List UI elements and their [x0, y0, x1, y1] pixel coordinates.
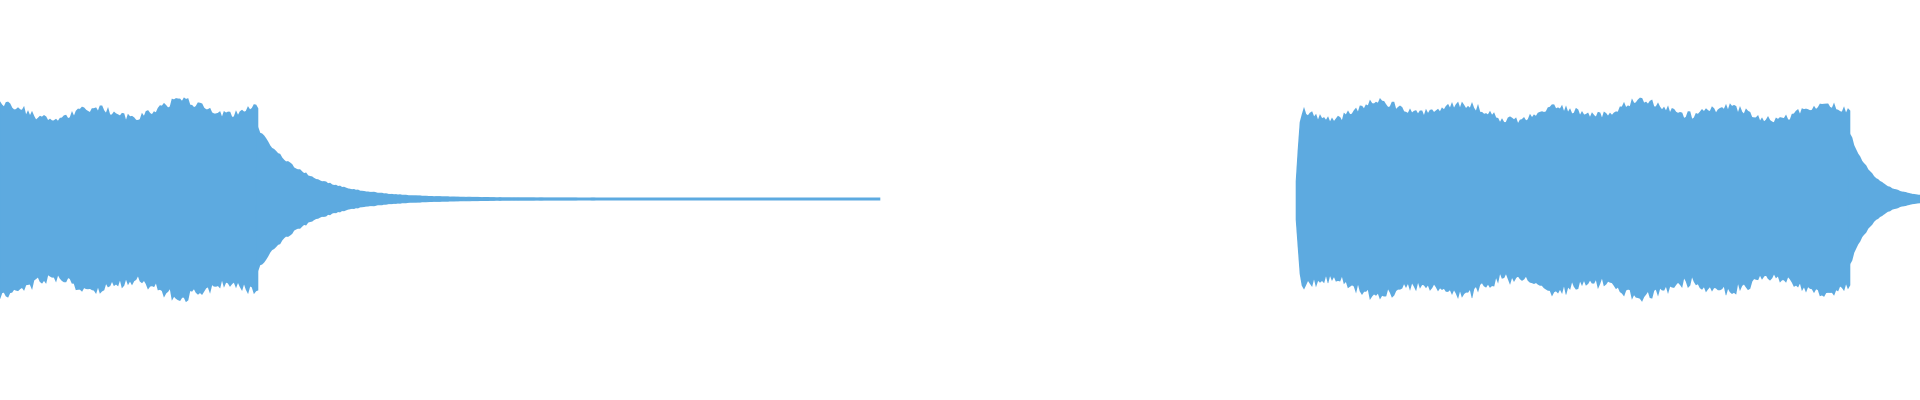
waveform-segment-2 — [1295, 97, 1851, 302]
waveform-decay-tail-1 — [255, 125, 881, 273]
waveform-segment-1 — [0, 97, 259, 303]
waveform-decay-tail-2 — [1847, 129, 1920, 269]
